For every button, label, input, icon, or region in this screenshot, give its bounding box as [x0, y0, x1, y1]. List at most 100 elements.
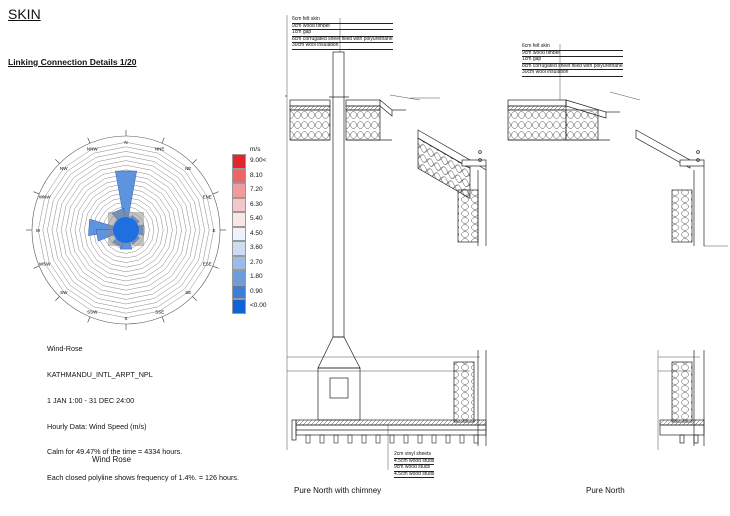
floor-stud	[375, 434, 381, 444]
frequency-ring	[65, 169, 187, 291]
layer-note: 6cm felt skin	[292, 16, 393, 24]
floor-stud	[445, 434, 451, 444]
frequency-ring	[102, 206, 150, 254]
frequency-ring	[51, 155, 201, 305]
direction-tick	[33, 191, 40, 195]
direction-label: ENE	[203, 194, 212, 199]
floor-stud	[319, 434, 325, 444]
frequency-ring	[70, 174, 182, 286]
floor-stud	[473, 434, 479, 444]
direction-label: NNE	[155, 147, 165, 152]
frequency-ring	[37, 141, 215, 319]
layer-note: 4.5cm wood studs	[394, 470, 435, 479]
layer-note: 8cm corrugated sheet filled with polyure…	[522, 62, 623, 71]
frequency-ring	[97, 201, 155, 259]
frequency-ring	[60, 164, 192, 296]
section-right-caption: Pure North	[586, 486, 625, 495]
direction-label: SW	[60, 290, 68, 295]
layer-note: 6cm felt skin	[522, 43, 623, 51]
legend-label: 9.00<	[250, 157, 267, 164]
floor-stud	[333, 434, 339, 444]
legend-label: 2.70	[250, 258, 263, 266]
info-line: Calm for 49.47% of the time = 4334 hours…	[47, 447, 183, 457]
frequency-ring	[88, 192, 164, 268]
direction-tick	[192, 296, 197, 301]
direction-tick	[87, 137, 91, 144]
roof-layers-left: 6cm felt skin 9cm wood timber 1cm gap 8c…	[292, 16, 393, 50]
direction-tick	[33, 265, 40, 269]
direction-tick	[161, 316, 165, 323]
legend-label: 7.20	[250, 186, 263, 193]
direction-label: NE	[185, 166, 191, 171]
wind-rose-info: Wind-Rose KATHMANDU_INTL_ARPT_NPL 1 JAN …	[47, 328, 239, 491]
frequency-ring	[79, 183, 173, 277]
legend-swatch	[232, 284, 246, 299]
legend-swatch	[232, 270, 246, 285]
layer-note: 9cm wood timber	[522, 50, 623, 58]
roof-layers-right: 6cm felt skin 9cm wood timber 1cm gap 8c…	[522, 43, 623, 77]
direction-label: E	[212, 228, 215, 233]
layer-note: 1cm gap	[292, 30, 393, 37]
calm-circle	[113, 217, 139, 243]
floor-stud	[403, 434, 409, 444]
layer-note: 30cm wool insulation	[522, 70, 623, 77]
direction-label: ESE	[203, 262, 212, 267]
legend-swatch	[232, 299, 246, 314]
direction-tick	[87, 316, 91, 323]
legend-swatch	[232, 212, 246, 227]
direction-label: NW	[60, 166, 68, 171]
legend-label: 6.30	[250, 200, 263, 208]
legend-label: 0.90	[250, 287, 263, 295]
direction-tick	[55, 159, 60, 164]
frequency-ring	[93, 197, 159, 263]
wind-petals	[88, 170, 144, 250]
layer-note: 8cm corrugated sheet filled with polyure…	[292, 35, 393, 44]
info-line: Hourly Data: Wind Speed (m/s)	[47, 421, 147, 431]
section-right	[507, 91, 728, 450]
direction-label: WNW	[39, 194, 51, 199]
floor-stud	[305, 434, 311, 444]
direction-label: SSW	[87, 309, 98, 314]
legend-unit: m/s	[250, 146, 261, 153]
legend-swatch	[232, 226, 246, 241]
layer-note: 2cm vinyl sheets	[394, 451, 435, 459]
floor-stud	[347, 434, 353, 444]
floor-stud	[417, 434, 423, 444]
direction-tick	[192, 159, 197, 164]
outer-ring	[31, 135, 221, 325]
direction-label: SSE	[155, 309, 164, 314]
info-line: 1 JAN 1:00 - 31 DEC 24:00	[47, 395, 135, 405]
legend-label: 5.40	[250, 215, 263, 222]
info-line: KATHMANDU_INTL_ARPT_NPL	[47, 369, 153, 379]
frequency-ring	[42, 146, 210, 314]
legend-label: 4.50	[250, 229, 263, 237]
frequency-ring	[47, 151, 205, 309]
frequency-ring	[56, 160, 196, 300]
legend-swatch	[232, 241, 246, 256]
floor-layers: 2cm vinyl sheets 4.5cm wood studs 9cm wo…	[394, 451, 435, 479]
legend-label: 1.80	[250, 273, 263, 280]
layer-note: 9cm wood timber	[292, 23, 393, 31]
legend-swatch	[232, 255, 246, 270]
info-line: Wind-Rose	[47, 344, 83, 354]
page-title: SKIN	[8, 6, 41, 22]
note-leaders	[339, 18, 561, 470]
section-left	[285, 15, 487, 450]
direction-label: NNW	[87, 147, 98, 152]
direction-label: SE	[185, 290, 191, 295]
direction-label: N	[124, 140, 127, 145]
legend-swatch	[232, 154, 246, 169]
section-left-caption: Pure North with chimney	[294, 486, 382, 495]
legend-swatch	[232, 197, 246, 212]
direction-tick	[161, 137, 165, 144]
legend-label: 8.10	[250, 171, 263, 179]
page-subtitle: Linking Connection Details 1/20	[8, 57, 137, 67]
floor-stud	[361, 434, 367, 444]
direction-label: W	[36, 228, 41, 233]
frequency-ring	[83, 187, 169, 273]
floor-studs-left	[305, 434, 479, 444]
legend-label: 3.60	[250, 244, 263, 251]
